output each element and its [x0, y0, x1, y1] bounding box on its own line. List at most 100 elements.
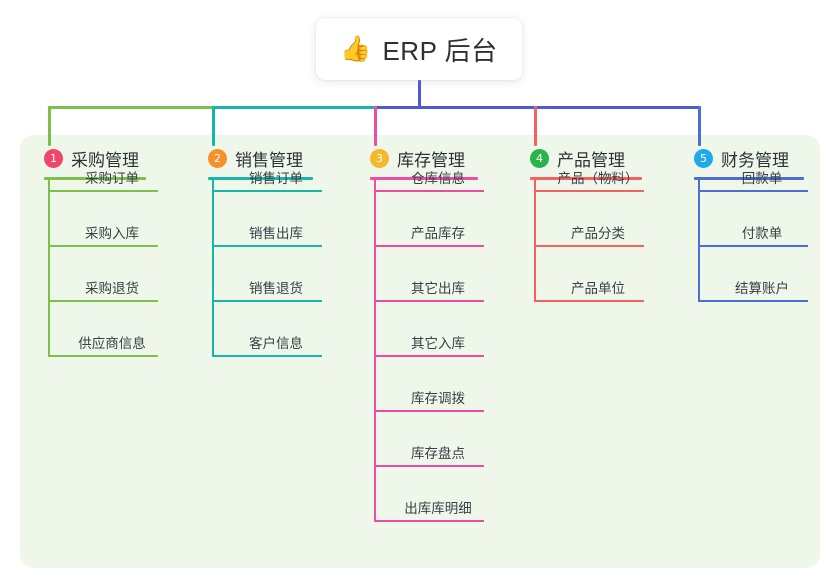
leaf-node[interactable]: 采购订单 [48, 166, 158, 192]
leaf-node[interactable]: 库存调拨 [374, 386, 484, 412]
branch-column-1: 1 采购管理采购订单采购入库采购退货供应商信息 [44, 146, 158, 357]
branch-spine [698, 180, 700, 302]
branch-title: 产品管理 [557, 150, 625, 170]
connector-vertical [534, 106, 537, 146]
leaf-connector [534, 190, 552, 192]
branch-title: 财务管理 [721, 150, 789, 170]
leaf-node[interactable]: 供应商信息 [48, 331, 158, 357]
leaf-node[interactable]: 其它入库 [374, 331, 484, 357]
leaf-node[interactable]: 客户信息 [212, 331, 322, 357]
leaf-node[interactable]: 回款单 [698, 166, 808, 192]
leaf-connector [212, 190, 230, 192]
leaf-underline [230, 190, 322, 192]
leaf-underline [392, 355, 484, 357]
leaf-connector [698, 245, 716, 247]
leaf-node[interactable]: 库存盘点 [374, 441, 484, 467]
leaf-connector [48, 245, 66, 247]
leaf-label: 销售出库 [249, 226, 303, 241]
connector-vertical [698, 106, 701, 146]
leaf-node[interactable]: 仓库信息 [374, 166, 484, 192]
leaf-underline [66, 355, 158, 357]
leaf-label: 库存调拨 [411, 391, 465, 406]
leaf-connector [48, 355, 66, 357]
leaf-node[interactable]: 产品（物料） [534, 166, 644, 192]
leaf-underline [230, 245, 322, 247]
connector-horizontal [212, 106, 377, 109]
connector-vertical [418, 80, 421, 109]
branch-panel [20, 135, 820, 568]
connector-horizontal [534, 106, 701, 109]
connector-vertical [212, 106, 215, 146]
leaf-node[interactable]: 产品单位 [534, 276, 644, 302]
branch-header-5[interactable]: 5 财务管理 [694, 146, 789, 170]
thumbs-up-icon: 👍 [340, 34, 372, 63]
leaf-node[interactable]: 采购入库 [48, 221, 158, 247]
leaf-node[interactable]: 产品分类 [534, 221, 644, 247]
branch-title: 库存管理 [397, 150, 465, 170]
branch-underline [370, 177, 478, 180]
leaf-underline [716, 300, 808, 302]
leaf-node[interactable]: 销售退货 [212, 276, 322, 302]
branch-number-badge: 5 [694, 148, 713, 168]
branch-spine [212, 180, 214, 357]
root-node-erp-backend[interactable]: 👍 ERP 后台 [316, 18, 522, 80]
leaf-connector [534, 245, 552, 247]
leaf-underline [392, 300, 484, 302]
leaf-label: 采购订单 [85, 171, 139, 186]
branch-number-badge: 2 [208, 148, 227, 168]
leaf-connector [374, 245, 392, 247]
leaf-connector [212, 300, 230, 302]
branch-underline [694, 177, 804, 180]
leaf-label: 销售退货 [249, 281, 303, 296]
leaf-node[interactable]: 结算账户 [698, 276, 808, 302]
leaf-underline [392, 410, 484, 412]
leaf-connector [48, 300, 66, 302]
leaf-node[interactable]: 销售订单 [212, 166, 322, 192]
leaf-node[interactable]: 其它出库 [374, 276, 484, 302]
leaf-label: 产品（物料） [557, 171, 639, 186]
branch-number-badge: 1 [44, 148, 63, 168]
leaf-connector [534, 300, 552, 302]
leaf-label: 产品单位 [571, 281, 625, 296]
leaf-label: 采购退货 [85, 281, 139, 296]
leaf-underline [552, 245, 644, 247]
leaf-underline [66, 190, 158, 192]
leaf-label: 其它出库 [411, 281, 465, 296]
branch-spine [374, 180, 376, 522]
leaf-label: 库存盘点 [411, 446, 465, 461]
leaf-connector [374, 520, 392, 522]
leaf-node[interactable]: 采购退货 [48, 276, 158, 302]
leaf-node[interactable]: 产品库存 [374, 221, 484, 247]
leaf-underline [392, 245, 484, 247]
leaf-connector [698, 190, 716, 192]
leaf-label: 采购入库 [85, 226, 139, 241]
leaf-connector [212, 245, 230, 247]
leaf-node[interactable]: 销售出库 [212, 221, 322, 247]
leaf-label: 销售订单 [249, 171, 303, 186]
leaf-node[interactable]: 付款单 [698, 221, 808, 247]
connector-horizontal [48, 106, 215, 109]
leaf-underline [552, 190, 644, 192]
connector-horizontal [374, 106, 537, 109]
branch-spine [48, 180, 50, 357]
leaf-label: 客户信息 [249, 336, 303, 351]
connector-vertical [374, 106, 377, 146]
leaf-label: 产品库存 [411, 226, 465, 241]
connector-vertical [48, 106, 51, 146]
leaf-connector [48, 190, 66, 192]
leaf-underline [66, 300, 158, 302]
branch-spine [534, 180, 536, 302]
branch-column-5: 5 财务管理回款单付款单结算账户 [694, 146, 808, 302]
branch-header-1[interactable]: 1 采购管理 [44, 146, 139, 170]
leaf-label: 产品分类 [571, 226, 625, 241]
leaf-node[interactable]: 出库库明细 [374, 496, 484, 522]
branch-title: 采购管理 [71, 150, 139, 170]
leaf-connector [374, 355, 392, 357]
leaf-underline [716, 190, 808, 192]
leaf-label: 仓库信息 [411, 171, 465, 186]
